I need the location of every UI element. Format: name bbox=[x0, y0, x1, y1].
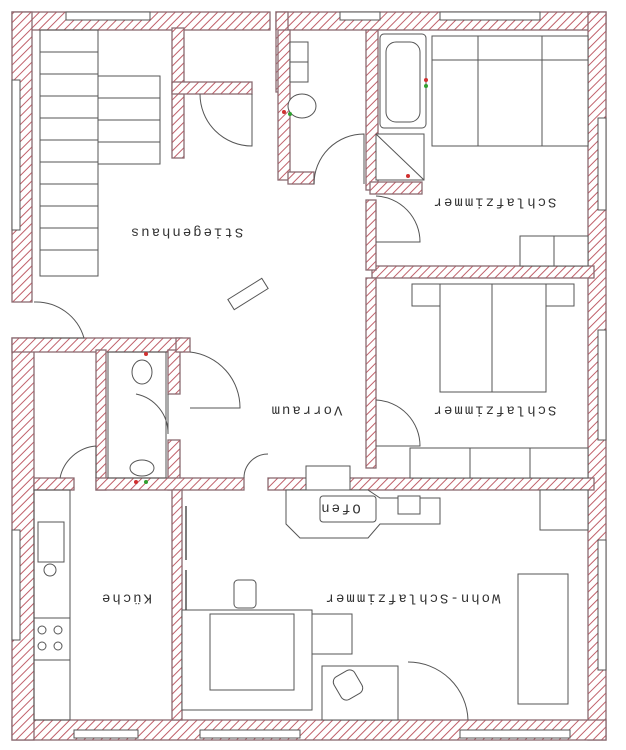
windows bbox=[11, 11, 607, 739]
living-room-furniture bbox=[181, 465, 589, 721]
label-schlafzimmer-mid: Schlafzimmer bbox=[432, 401, 557, 417]
label-wohn-schlafzimmer: Wohn-Schlafzimmer bbox=[324, 589, 501, 605]
label-ofen: Ofen bbox=[319, 499, 361, 515]
label-stiegenhaus: Stiegenhaus bbox=[129, 223, 243, 239]
kitchen bbox=[33, 489, 71, 721]
label-kueche: Küche bbox=[100, 589, 152, 605]
doors bbox=[33, 93, 469, 721]
room-labels: Stiegenhaus Vorraum Schlafzimmer Schlafz… bbox=[100, 193, 556, 605]
bedroom-2-furniture bbox=[409, 283, 589, 479]
bedroom-1-furniture bbox=[431, 35, 589, 267]
staircase bbox=[39, 29, 161, 277]
bathroom bbox=[282, 33, 428, 181]
wc bbox=[107, 351, 167, 484]
label-schlafzimmer-top: Schlafzimmer bbox=[432, 193, 557, 209]
label-vorraum: Vorraum bbox=[270, 401, 343, 417]
